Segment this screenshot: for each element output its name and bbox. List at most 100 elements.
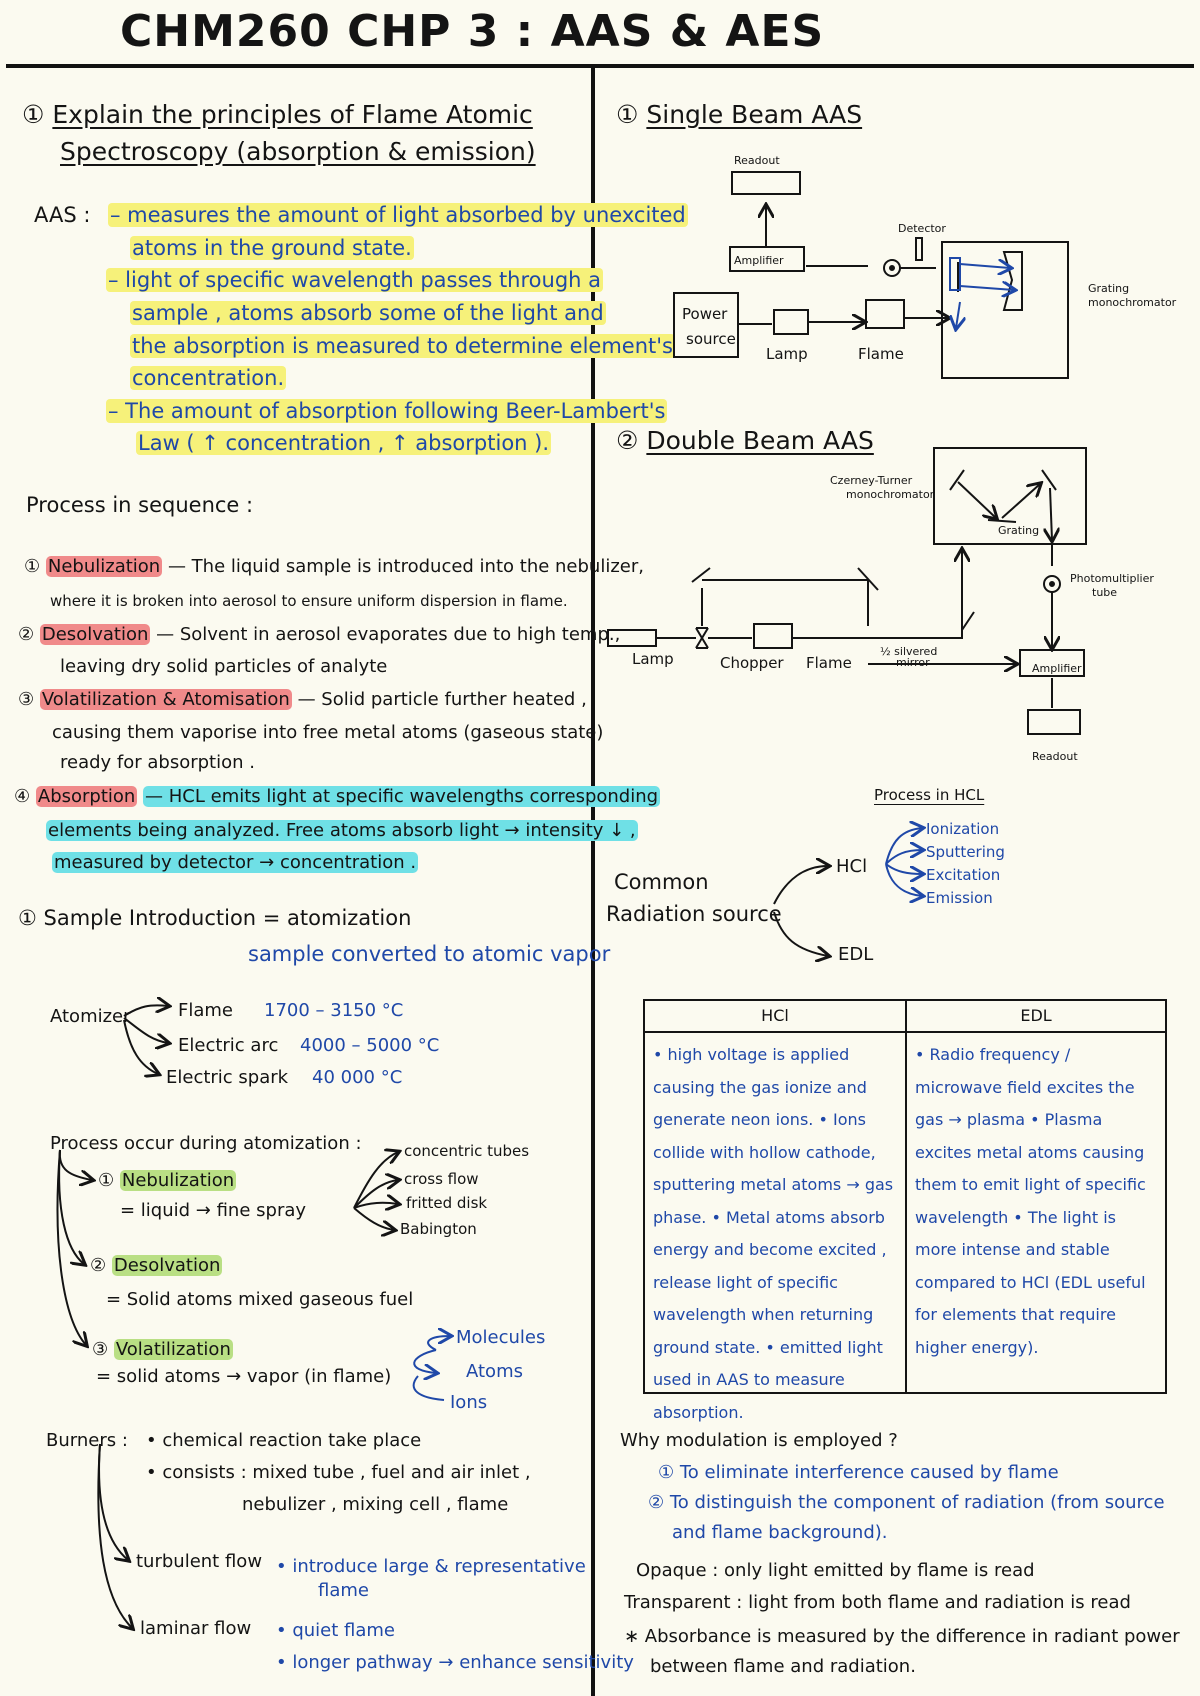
single-beam-diagram: [673, 171, 1069, 379]
radiation-hcl: HCl: [836, 856, 868, 877]
hcl-process-4: Emission: [926, 889, 993, 907]
single-beam-title: ① Single Beam AAS: [616, 100, 863, 129]
sample-intro: ① Sample Introduction = atomization: [18, 906, 411, 930]
amplifier-box: [729, 246, 805, 272]
double-mirror-label2: mirror: [896, 656, 930, 669]
radiation-edl: EDL: [838, 944, 874, 965]
aas-label: AAS :: [34, 203, 91, 227]
hcl-edl-table: HCl EDL • high voltage is applied causin…: [643, 999, 1167, 1422]
atomizer-spark: Electric spark: [166, 1067, 289, 1088]
column-divider: [591, 68, 595, 1696]
burners-line1: • chemical reaction take place: [146, 1430, 422, 1451]
step-3-line2: causing them vaporise into free metal at…: [52, 722, 604, 743]
aas-bullet-2d: concentration.: [130, 366, 287, 390]
product-molecules: Molecules: [456, 1327, 546, 1348]
readout-box: [731, 171, 801, 195]
aas-bullet-1: – measures the amount of light absorbed …: [108, 203, 688, 227]
sample-intro-text: Sample Introduction = atomization: [43, 906, 412, 930]
step-4-line2: elements being analyzed. Free atoms abso…: [46, 820, 638, 841]
single-mono-label1: Grating: [1088, 282, 1130, 295]
single-readout-label: Readout: [734, 154, 780, 167]
burners-line2: • consists : mixed tube , fuel and air i…: [146, 1462, 531, 1483]
step-4-line3: measured by detector → concentration .: [52, 852, 419, 873]
table-header-hcl: HCl: [761, 1006, 789, 1025]
single-lamp-label: Lamp: [766, 345, 808, 363]
atom-step-1-desc: = liquid → fine spray: [120, 1200, 307, 1221]
step-number: ①: [24, 556, 41, 577]
double-flame-label: Flame: [806, 654, 852, 672]
q1-title-line2: Spectroscopy (absorption & emission): [60, 137, 536, 166]
turbulent-label: turbulent flow: [136, 1551, 263, 1572]
hcl-process-3: Excitation: [926, 866, 1001, 884]
step-text: — Solvent in aerosol evaporates due to h…: [156, 624, 621, 645]
hcl-process-heading: Process in HCL: [874, 786, 985, 804]
single-amplifier-label: Amplifier: [734, 254, 784, 267]
step-1-line2: where it is broken into aerosol to ensur…: [50, 592, 568, 610]
sample-intro-sub: sample converted to atomic vapor: [248, 942, 611, 966]
readout-box: [1027, 709, 1081, 735]
flame-box: [865, 299, 905, 329]
atomizer-arc: Electric arc: [178, 1035, 279, 1056]
atom-step-1: ① Nebulization: [98, 1170, 237, 1191]
double-detector-label1: Photomultiplier: [1070, 572, 1154, 585]
aas-bullet-2: – light of specific wavelength passes th…: [106, 268, 604, 292]
product-atoms: Atoms: [466, 1361, 523, 1382]
double-detector-label2: tube: [1092, 586, 1118, 599]
step-text: — The liquid sample is introduced into t…: [167, 556, 644, 577]
page-title: CHM260 CHP 3 : AAS & AES: [120, 6, 825, 57]
transparent-note: Transparent : light from both flame and …: [624, 1592, 1131, 1613]
atomizer-spark-temp: 40 000 °C: [312, 1067, 403, 1088]
atomizer-label: Atomizer: [50, 1006, 131, 1027]
absorbance-note-2: between flame and radiation.: [650, 1656, 916, 1677]
atom-step-3-desc: = solid atoms → vapor (in flame): [96, 1366, 392, 1387]
sample-intro-number: ①: [18, 906, 37, 930]
single-flame-label: Flame: [858, 345, 904, 363]
double-grating-label: Grating: [998, 524, 1040, 537]
process-occur: Process occur during atomization :: [50, 1133, 362, 1154]
absorbance-note-1: ∗ Absorbance is measured by the differen…: [624, 1626, 1180, 1647]
double-beam-title: ② Double Beam AAS: [616, 426, 874, 455]
modulation-question: Why modulation is employed ?: [620, 1430, 898, 1451]
step-text: — Solid particle further heated ,: [297, 689, 587, 710]
atom-step-2-desc: = Solid atoms mixed gaseous fuel: [106, 1289, 414, 1310]
atomizer-flame-temp: 1700 – 3150 °C: [264, 1000, 404, 1021]
modulation-answer-3: and flame background).: [672, 1522, 888, 1543]
atomizer-arc-temp: 4000 – 5000 °C: [300, 1035, 440, 1056]
title-rule: [6, 64, 1194, 68]
q1-number: ①: [22, 100, 45, 129]
process-heading: Process in sequence :: [26, 493, 254, 517]
step-3: ③ Volatilization & Atomisation — Solid p…: [18, 689, 587, 710]
nebulizer-type-3: fritted disk: [406, 1194, 488, 1212]
double-mono-label1: Czerney-Turner: [830, 474, 913, 487]
aas-bullet-2b: sample , atoms absorb some of the light …: [130, 301, 606, 325]
double-mirror-label1: ½ silvered: [880, 645, 938, 658]
double-chopper-label: Chopper: [720, 654, 784, 672]
burners-line3: nebulizer , mixing cell , flame: [242, 1494, 509, 1515]
atomizer-flame: Flame: [178, 1000, 233, 1021]
amplifier-box: [1019, 649, 1085, 677]
burners-label: Burners :: [46, 1430, 128, 1451]
nebulizer-type-4: Babington: [400, 1220, 477, 1238]
aas-bullet-1b: atoms in the ground state.: [130, 236, 414, 260]
single-power-label: Power: [682, 305, 728, 323]
step-name: Desolvation: [39, 624, 151, 645]
nebulizer-type-1: concentric tubes: [404, 1142, 530, 1160]
step-3-line3: ready for absorption .: [60, 752, 255, 773]
modulation-answer-2: ② To distinguish the component of radiat…: [648, 1492, 1165, 1513]
atom-step-3: ③ Volatilization: [92, 1339, 233, 1360]
single-source-label: source: [686, 330, 736, 348]
left-arrows: [56, 0, 590, 1696]
step-4: ④ Absorption — HCL emits light at specif…: [14, 786, 661, 807]
modulation-answer-1: ① To eliminate interference caused by fl…: [658, 1462, 1059, 1483]
double-amplifier-label: Amplifier: [1032, 662, 1082, 675]
aas-bullet-3: – The amount of absorption following Bee…: [106, 399, 668, 423]
table-cell-edl: • Radio frequency / microwave field exci…: [915, 1045, 1146, 1357]
hcl-process-1: Ionization: [926, 820, 1000, 838]
radiation-line2: Radiation source: [606, 902, 782, 926]
step-number: ③: [18, 689, 35, 710]
czerney-turner-box: [933, 447, 1087, 545]
step-number: ④: [14, 786, 31, 807]
turbulent-desc: • introduce large & representative: [276, 1556, 586, 1577]
single-detector-label: Detector: [898, 222, 946, 235]
table-divider: [905, 1001, 907, 1392]
